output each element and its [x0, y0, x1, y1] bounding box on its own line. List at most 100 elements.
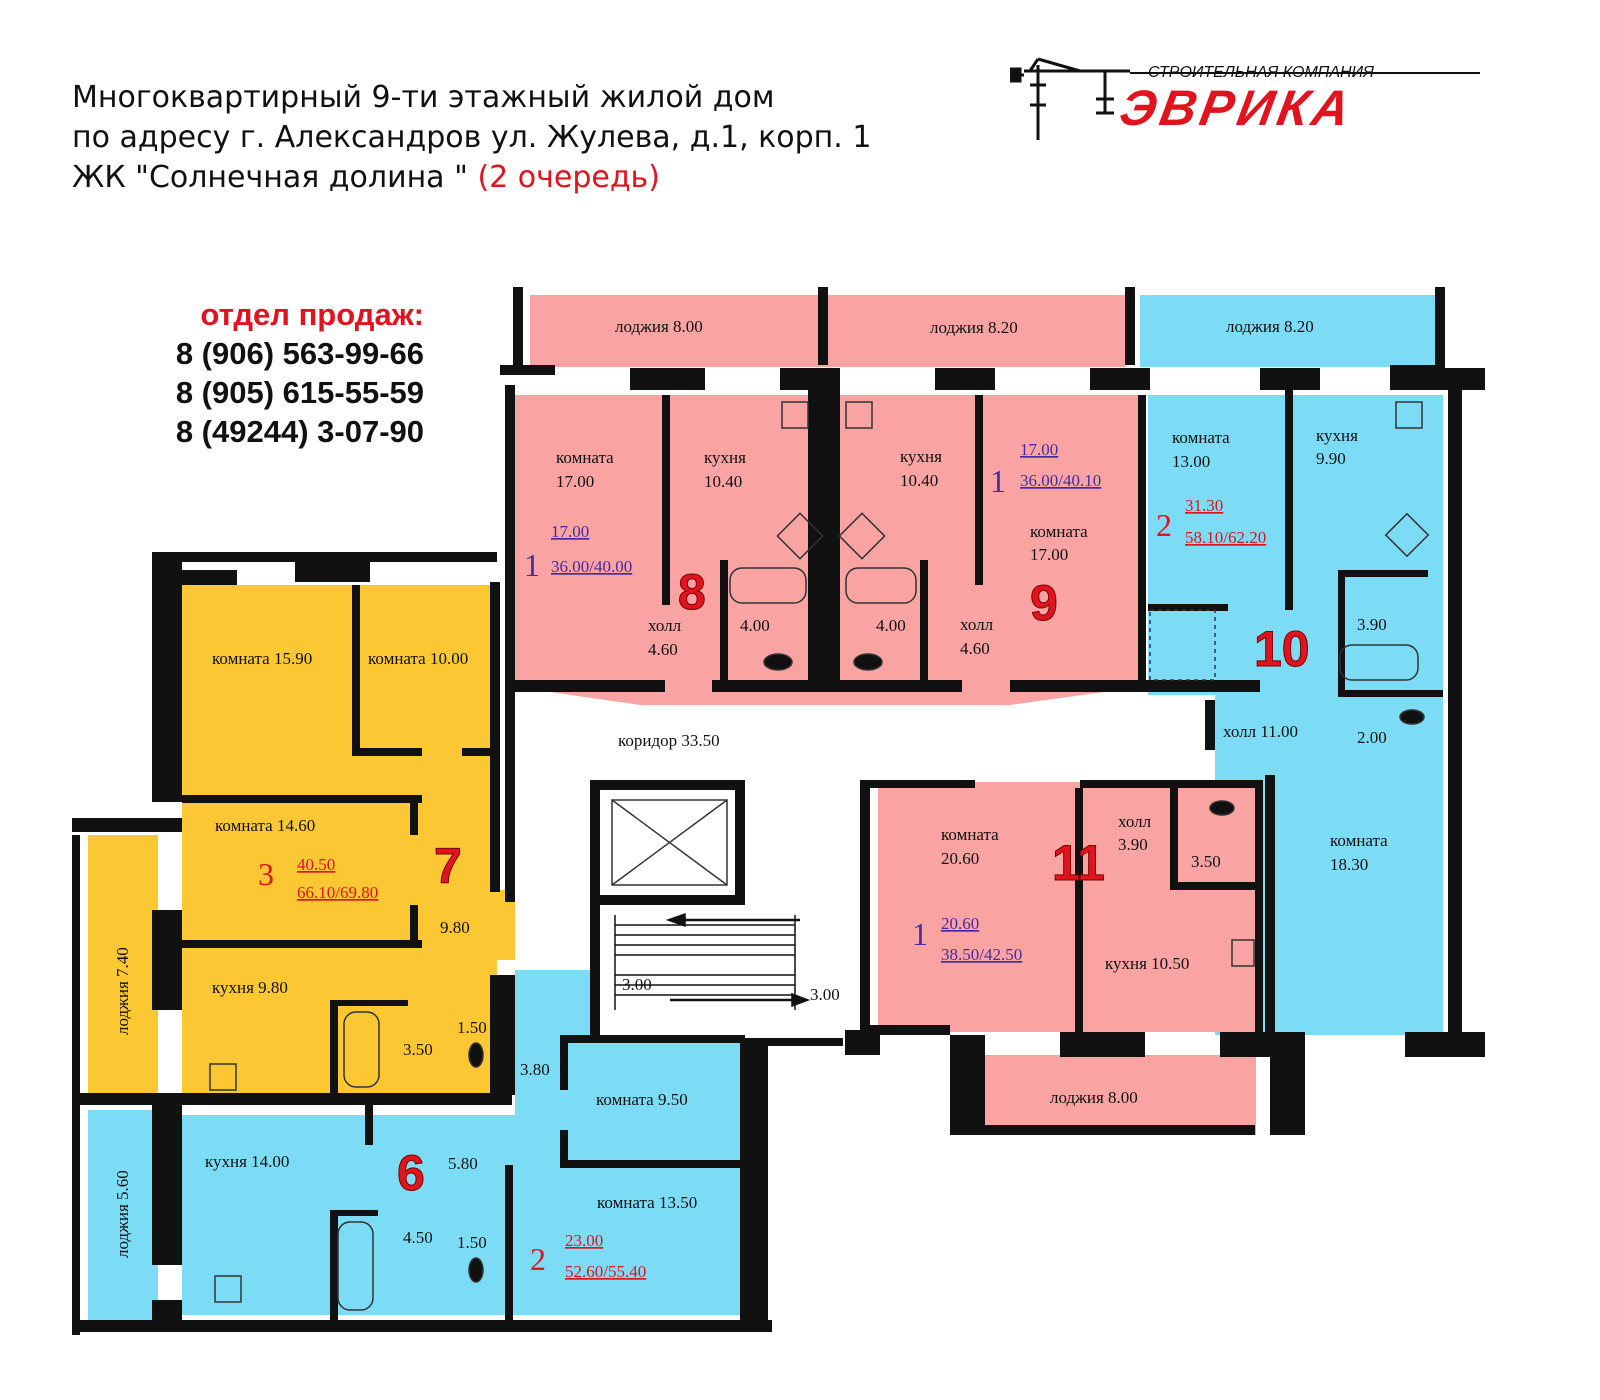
apt-7-fill: [182, 585, 497, 1095]
kitchen-label: кухня: [704, 448, 746, 467]
room-label: комната 9.50: [596, 1090, 688, 1109]
kitchen-label: кухня: [1316, 426, 1358, 445]
room-label: комната: [1030, 522, 1088, 541]
bath-area: 4.00: [740, 616, 770, 635]
kitchen-label: кухня: [900, 447, 942, 466]
stove-icon: [1231, 939, 1255, 967]
stove-icon: [209, 1063, 237, 1091]
hall-label: холл: [1118, 812, 1152, 831]
room-count: 2: [530, 1241, 546, 1277]
bathtub-icon: [729, 567, 807, 604]
total-area: 36.00/40.00: [551, 557, 632, 576]
stove-icon: [845, 401, 873, 429]
total-area: 38.50/42.50: [941, 945, 1022, 964]
apartment-number: 7: [434, 838, 462, 894]
wc-area: 1.50: [457, 1233, 487, 1252]
loggia-label: лоджия 8.00: [615, 317, 703, 336]
kitchen-label: кухня 9.80: [212, 978, 288, 997]
living-area: 20.60: [941, 914, 979, 933]
loggia-label: лоджия 8.20: [1226, 317, 1314, 336]
loggia-label: лоджия 7.40: [113, 947, 132, 1035]
room-area: 17.00: [1030, 545, 1068, 564]
room-label: комната 14.60: [215, 816, 315, 835]
hall-area: 4.60: [648, 640, 678, 659]
room-area: 13.00: [1172, 452, 1210, 471]
hall-area: 5.80: [448, 1154, 478, 1173]
kitchen-label: кухня 14.00: [205, 1152, 289, 1171]
toilet-icon: [763, 653, 793, 671]
apt-11-fill: [878, 782, 1258, 1032]
bath-area: 4.50: [403, 1228, 433, 1247]
room-area: 18.30: [1330, 855, 1368, 874]
stove-icon: [781, 401, 809, 429]
wc-area: 1.50: [457, 1018, 487, 1037]
loggia-6-fill: [88, 1110, 158, 1320]
stair-area: 3.00: [810, 985, 840, 1004]
corridor-label: коридор 33.50: [618, 731, 720, 750]
closet-icon: [1149, 609, 1216, 681]
room-label: комната: [556, 448, 614, 467]
hall-area: 4.60: [960, 639, 990, 658]
toilet-icon: [1399, 709, 1425, 725]
stairs: [614, 912, 811, 1010]
room-area: 20.60: [941, 849, 979, 868]
apt-6-fill: [182, 1115, 742, 1315]
loggia-7-fill: [88, 835, 158, 1097]
kitchen-area: 10.40: [900, 471, 938, 490]
header-line-3-red: (2 очередь): [477, 160, 660, 195]
apartment-number: 11: [1052, 835, 1105, 891]
bath-area: 3.50: [403, 1040, 433, 1059]
bath-area: 3.50: [1191, 852, 1221, 871]
total-area: 66.10/69.80: [297, 883, 378, 902]
bathtub-icon: [1339, 644, 1419, 681]
room-count: 1: [524, 547, 540, 583]
apt-7-entry-fill: [497, 890, 515, 960]
room-count: 1: [912, 916, 928, 952]
apartment-number: 9: [1030, 575, 1058, 631]
loggia-10-fill: [1140, 295, 1445, 367]
elevator-icon: [611, 799, 728, 886]
header-line-3-main: ЖК "Солнечная долина ": [72, 160, 468, 195]
toilet-icon: [468, 1042, 484, 1068]
logo-tagline: СТРОИТЕЛЬНАЯ КОМПАНИЯ: [1148, 64, 1374, 81]
room-label: комната: [1172, 428, 1230, 447]
sales-phone-3: 8 (49244) 3-07-90: [175, 414, 424, 449]
room-label: комната 15.90: [212, 649, 312, 668]
sales-phone-2: 8 (905) 615-55-59: [175, 375, 424, 410]
loggia-label: лоджия 8.00: [1050, 1088, 1138, 1107]
living-area: 17.00: [1020, 440, 1058, 459]
bathtub-icon: [337, 1221, 374, 1311]
header-line-1: Многоквартирный 9-ти этажный жилой дом: [72, 80, 775, 115]
fixtures: [209, 401, 1430, 1311]
stove-icon: [1395, 401, 1423, 429]
company-logo: СТРОИТЕЛЬНАЯ КОМПАНИЯ ЭВРИКА: [1010, 57, 1480, 140]
toilet-icon: [468, 1257, 484, 1283]
room-label: комната: [941, 825, 999, 844]
header-line-2: по адресу г. Александров ул. Жулева, д.1…: [72, 120, 872, 155]
living-area: 23.00: [565, 1231, 603, 1250]
sales-contacts: отдел продаж: 8 (906) 563-99-66 8 (905) …: [108, 295, 424, 451]
crane-icon: [1010, 57, 1130, 140]
apt-8-9-entry-fill: [515, 687, 1140, 705]
living-area: 31.30: [1185, 496, 1223, 515]
hall-area: 9.80: [440, 918, 470, 937]
room-count: 1: [990, 463, 1006, 499]
loggia-label: лоджия 5.60: [113, 1170, 132, 1258]
shower-icon: [838, 512, 886, 560]
kitchen-label: кухня 10.50: [1105, 954, 1189, 973]
hall-label: холл: [960, 615, 994, 634]
apartment-number: 6: [397, 1145, 425, 1201]
room-label: комната 10.00: [368, 649, 468, 668]
sales-phone-1: 8 (906) 563-99-66: [175, 336, 424, 371]
bath-area: 3.90: [1357, 615, 1387, 634]
bathtub-icon: [343, 1011, 380, 1088]
sales-title: отдел продаж:: [200, 297, 424, 332]
hall-area: 3.80: [520, 1060, 550, 1079]
toilet-icon: [853, 653, 883, 671]
apartment-number: 8: [678, 564, 706, 620]
total-area: 52.60/55.40: [565, 1262, 646, 1281]
room-count: 2: [1156, 507, 1172, 543]
wc-area: 2.00: [1357, 728, 1387, 747]
total-area: 36.00/40.10: [1020, 471, 1101, 490]
